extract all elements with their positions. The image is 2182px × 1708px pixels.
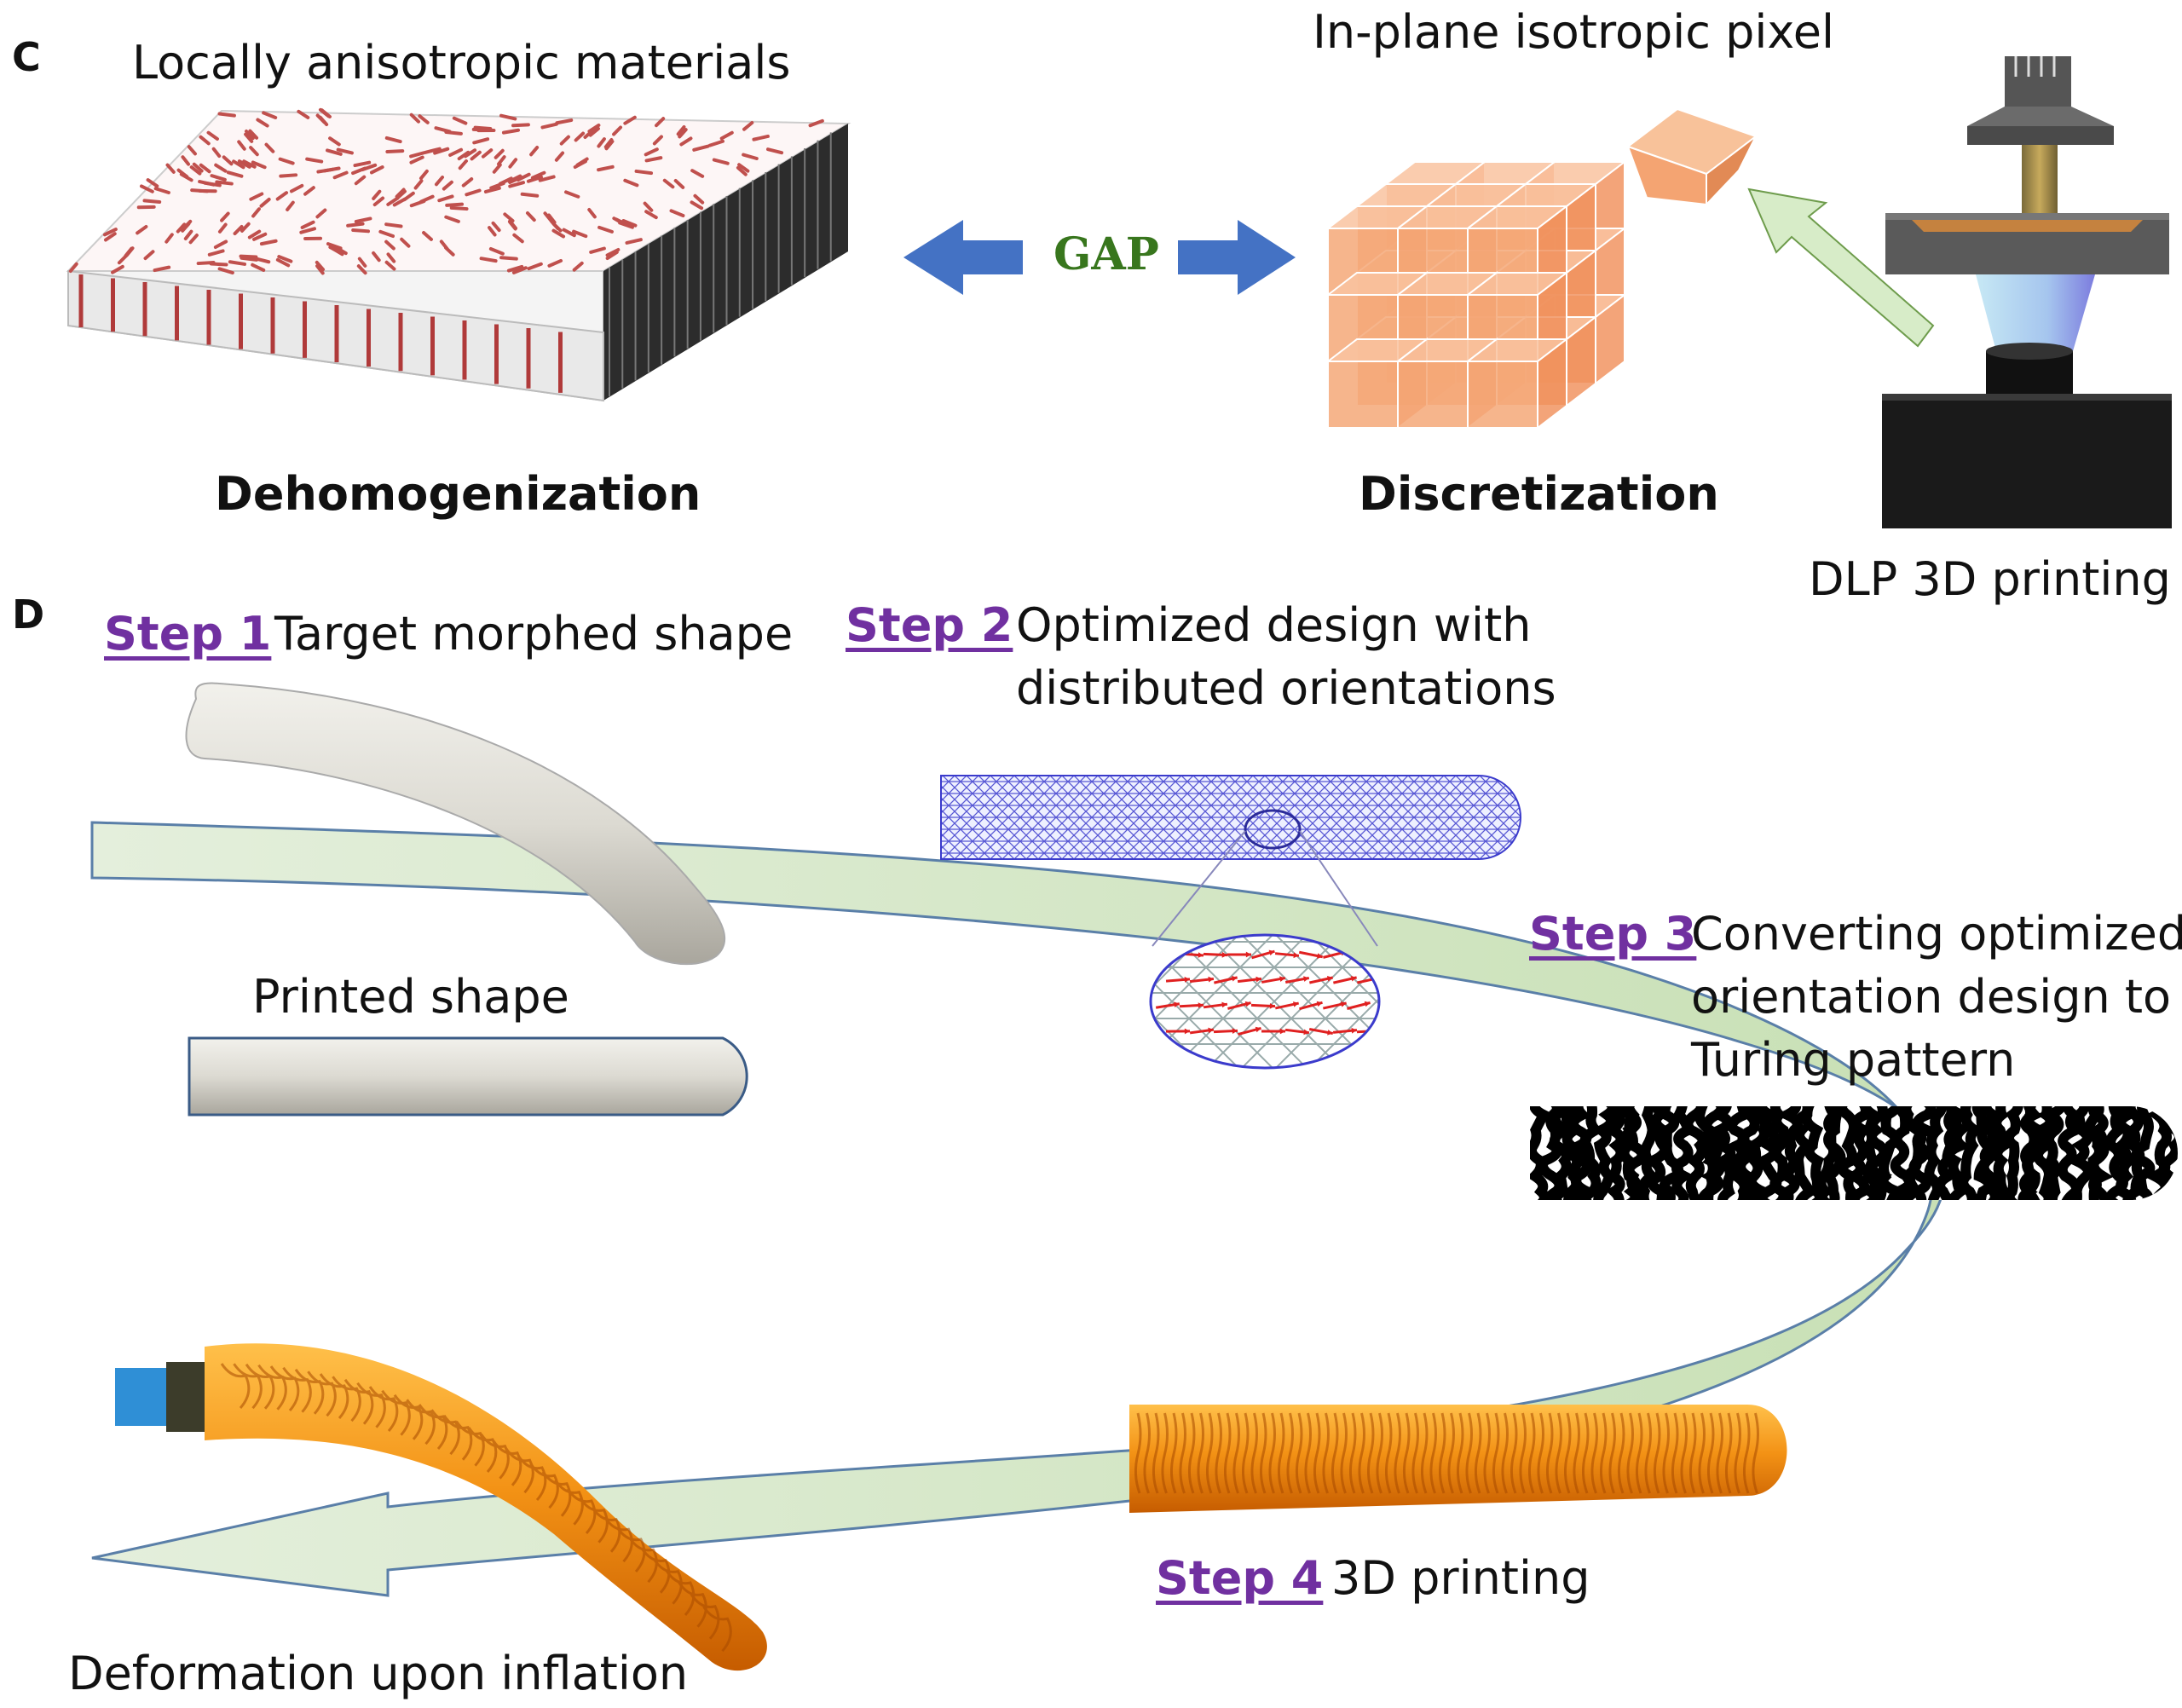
magnified-mesh-detail <box>1149 933 1381 1070</box>
step3-line2: orientation design to <box>1691 970 2172 1024</box>
step2-tag: Step 2 <box>846 598 1013 652</box>
dlp-printer <box>1882 56 2172 528</box>
discretized-cube-stack <box>1325 159 1627 430</box>
printed-shape-label: Printed shape <box>252 970 569 1024</box>
dehomogenization-label: Dehomogenization <box>215 467 701 521</box>
step2-line1: Optimized design with <box>1016 598 1532 652</box>
locally-anisotropic-title: Locally anisotropic materials <box>132 36 791 89</box>
step2-line2: distributed orientations <box>1016 661 1556 715</box>
deformation-label: Deformation upon inflation <box>68 1647 689 1700</box>
step3-line1: Converting optimized <box>1691 907 2182 961</box>
gap-label: GAP <box>1053 228 1159 280</box>
isotropic-pixel-title: In-plane isotropic pixel <box>1313 5 1834 59</box>
step4-tag: Step 4 <box>1156 1551 1324 1605</box>
printed-orange-tube <box>1129 1405 1787 1513</box>
panel-c-letter: C <box>12 34 41 80</box>
dlp-printing-label: DLP 3D printing <box>1809 552 2171 606</box>
target-morphed-tube <box>185 682 726 966</box>
turing-pattern-strip <box>1530 1106 2178 1200</box>
isotropic-pixel-cube <box>1625 107 1758 207</box>
step3-tag: Step 3 <box>1529 907 1697 961</box>
workflow-flow-band <box>90 821 1946 1597</box>
gap-double-arrow <box>903 220 1296 295</box>
step4-text: 3D printing <box>1331 1551 1590 1605</box>
step3-line3: Turing pattern <box>1691 1033 2016 1087</box>
optimized-orientation-mesh <box>940 775 1521 947</box>
step1-text: Target morphed shape <box>274 607 794 661</box>
step1-tag: Step 1 <box>104 607 272 661</box>
discretization-label: Discretization <box>1359 467 1719 521</box>
panel-d-letter: D <box>12 591 45 638</box>
inflated-orange-tube <box>115 1343 767 1671</box>
anisotropic-slab <box>66 107 851 402</box>
printed-straight-tube <box>188 1036 748 1117</box>
printer-to-pixel-arrow <box>1747 188 1935 348</box>
